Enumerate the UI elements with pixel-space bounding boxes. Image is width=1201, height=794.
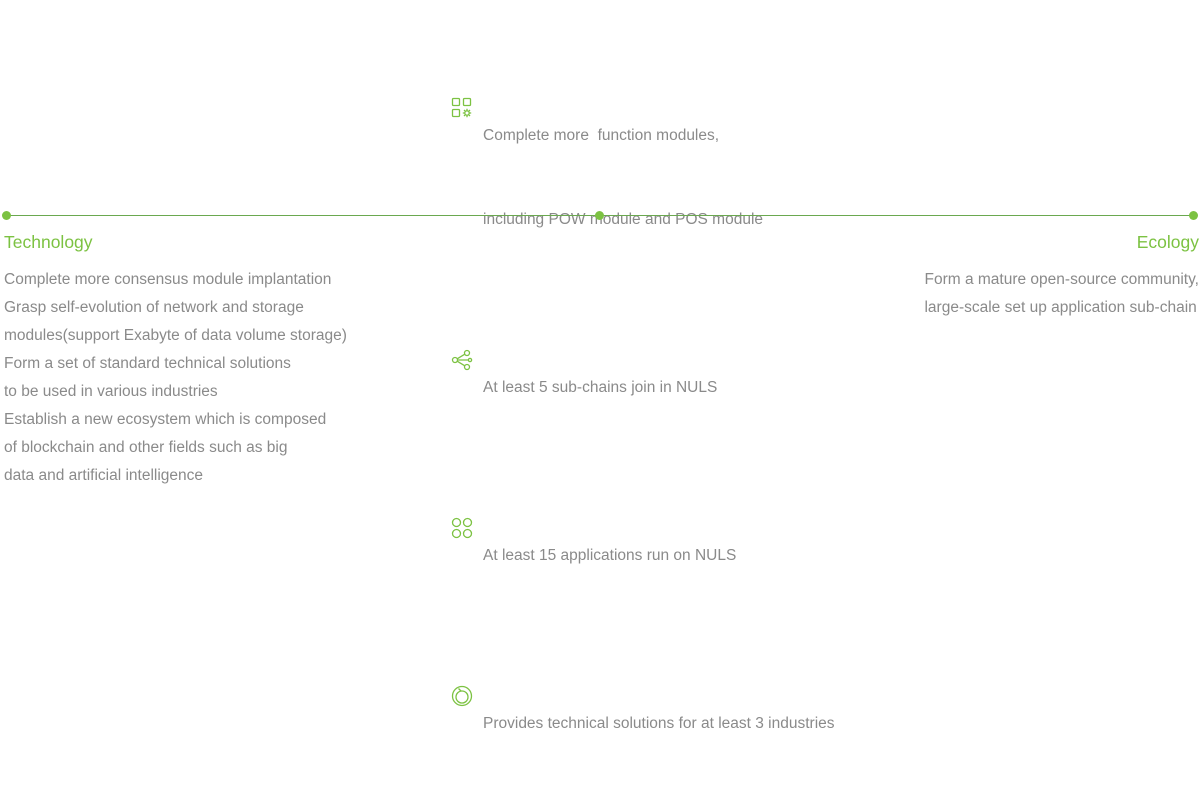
timeline-dot-end	[1189, 211, 1198, 220]
milestone-line: At least 5 sub-chains join in NULS	[483, 379, 718, 396]
apps-gear-icon	[451, 41, 473, 118]
technology-line: Establish a new ecosystem which is compo…	[4, 411, 327, 428]
milestone-line: At least 15 applications run on NULS	[483, 547, 737, 564]
technology-list: Complete more consensus module implantat…	[4, 266, 347, 490]
milestone-line: Complete more function modules,	[483, 127, 720, 144]
technology-line: Complete more consensus module implantat…	[4, 271, 332, 288]
target-circle-icon	[451, 629, 473, 707]
technology-line: modules(support Exabyte of data volume s…	[4, 327, 347, 344]
milestone-list: Complete more function modules, includin…	[451, 38, 1011, 794]
timeline-dot-start	[2, 211, 11, 220]
technology-title: Technology	[4, 232, 93, 252]
ecology-title: Ecology	[1136, 232, 1199, 252]
milestone-line: Provides technical solutions for at leas…	[483, 715, 835, 732]
timeline-dot-middle	[595, 211, 604, 220]
technology-line: to be used in various industries	[4, 383, 218, 400]
milestone-item: Complete more function modules, includin…	[451, 38, 1011, 290]
technology-line: data and artificial intelligence	[4, 467, 204, 484]
technology-line: Form a set of standard technical solutio…	[4, 355, 291, 372]
four-circles-icon	[451, 461, 473, 539]
milestone-item: Provides technical solutions for at leas…	[451, 626, 1011, 794]
technology-line: Grasp self-evolution of network and stor…	[4, 299, 304, 316]
milestone-item: At least 15 applications run on NULS	[451, 458, 1011, 626]
milestone-line: including POW module and POS module	[483, 211, 764, 228]
technology-line: of blockchain and other fields such as b…	[4, 439, 288, 456]
share-nodes-icon	[451, 293, 473, 371]
ecology-list: Form a mature open-source community, lar…	[924, 266, 1199, 322]
ecology-line: large-scale set up application sub-chain	[924, 299, 1197, 316]
ecology-line: Form a mature open-source community,	[924, 271, 1199, 288]
milestone-item: At least 5 sub-chains join in NULS	[451, 290, 1011, 458]
